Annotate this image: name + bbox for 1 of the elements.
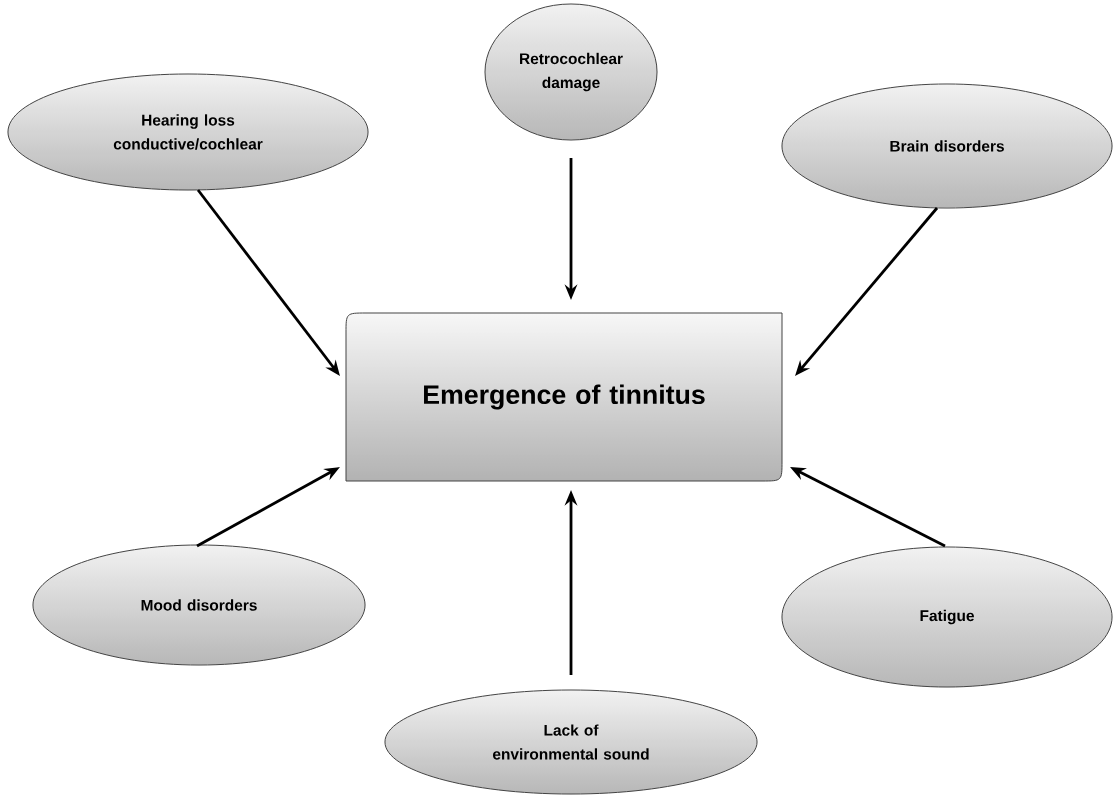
outcome-box: Emergence of tinnitus: [345, 312, 783, 482]
